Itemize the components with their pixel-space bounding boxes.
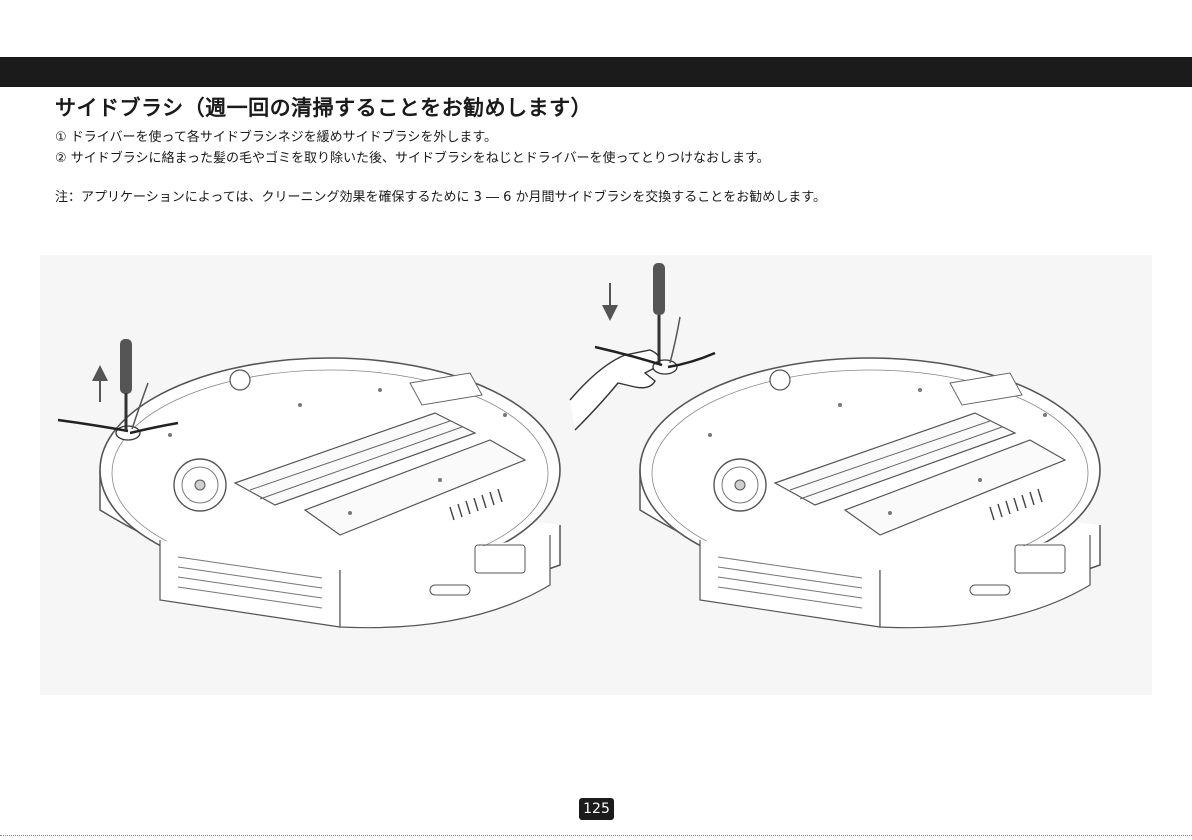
robot-install-illustration [640,358,1100,628]
illustration-panel [40,255,1152,695]
illustration-svg [40,255,1152,695]
page-title: サイドブラシ（週一回の清掃することをお勧めします） [55,92,592,122]
page-number: 125 [579,798,614,820]
step-remove-brush: ① ドライバーを使って各サイドブラシネジを緩めサイドブラシを外します。 [55,126,497,145]
bottom-rule [0,835,1192,836]
step-reinstall-brush: ② サイドブラシに絡まった髪の毛やゴミを取り除いた後、サイドブラシをねじとドライ… [55,147,770,166]
replacement-note: 注：アプリケーションによっては、クリーニング効果を確保するために 3 ― 6 か… [55,186,826,205]
hand-illustration [570,350,660,430]
header-bar [0,57,1192,87]
screwdriver-icon [653,263,665,363]
arrow-up-icon [92,365,108,402]
robot-remove-illustration [100,358,560,628]
arrow-down-icon [602,283,618,321]
